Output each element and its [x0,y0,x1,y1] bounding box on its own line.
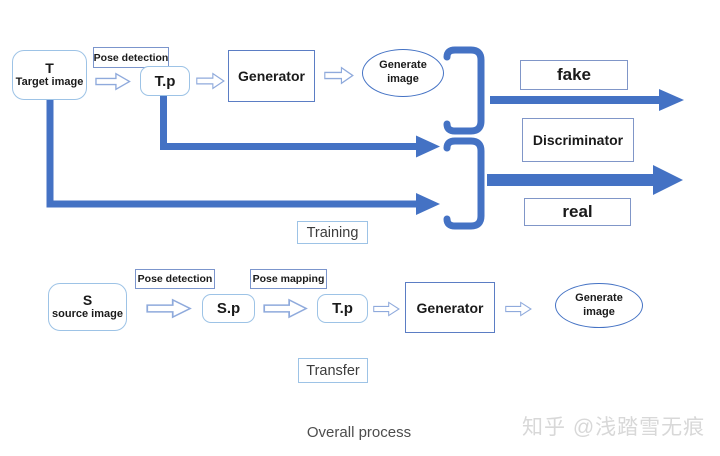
node-generator-transfer: Generator [405,282,495,333]
generate-image-label: Generate image [379,59,427,85]
flow-arrow-icon [263,298,308,319]
flow-arrow-icon [196,72,225,90]
flow-arrow-icon [95,72,131,91]
label-pose-mapping: Pose mapping [250,269,327,289]
source-node-title: S [82,292,93,309]
node-target-pose: T.p [140,66,190,96]
node-generate-image: Generate image [362,49,444,97]
node-target-pose-transfer: T.p [317,294,368,323]
node-discriminator: Discriminator [522,118,634,162]
connector-pose-line [160,95,416,150]
node-target-image: T Target image [12,50,87,100]
target-node-subtitle: Target image [15,76,84,89]
connector-pose-arrowhead-icon [416,135,440,158]
flow-arrow-icon [373,301,400,317]
arrow-real-head-icon [653,165,683,195]
arrow-fake-head-icon [659,89,684,111]
flow-arrow-icon [146,298,192,319]
section-label-transfer: Transfer [298,358,368,383]
label-real: real [524,198,631,226]
grouping-bracket-bottom-icon [443,137,485,230]
flow-arrow-icon [505,301,532,317]
grouping-bracket-top-icon [443,46,485,135]
node-generator: Generator [228,50,315,102]
connector-target-arrowhead-icon [416,193,440,215]
watermark: 知乎 @浅踏雪无痕 [522,416,706,439]
label-fake: fake [520,60,628,90]
label-pose-detection: Pose detection [93,47,169,68]
generate-image-label: Generate image [575,291,623,318]
label-pose-detection-transfer: Pose detection [135,269,215,289]
section-label-training: Training [297,221,368,244]
connector-target-line [46,100,416,208]
node-source-image: S source image [48,283,127,331]
node-generate-image-transfer: Generate image [555,283,643,328]
source-node-subtitle: source image [52,308,123,321]
flow-arrow-icon [324,66,354,85]
target-node-title: T [45,60,54,77]
node-source-pose: S.p [202,294,255,323]
diagram-caption: Overall process [306,424,412,441]
